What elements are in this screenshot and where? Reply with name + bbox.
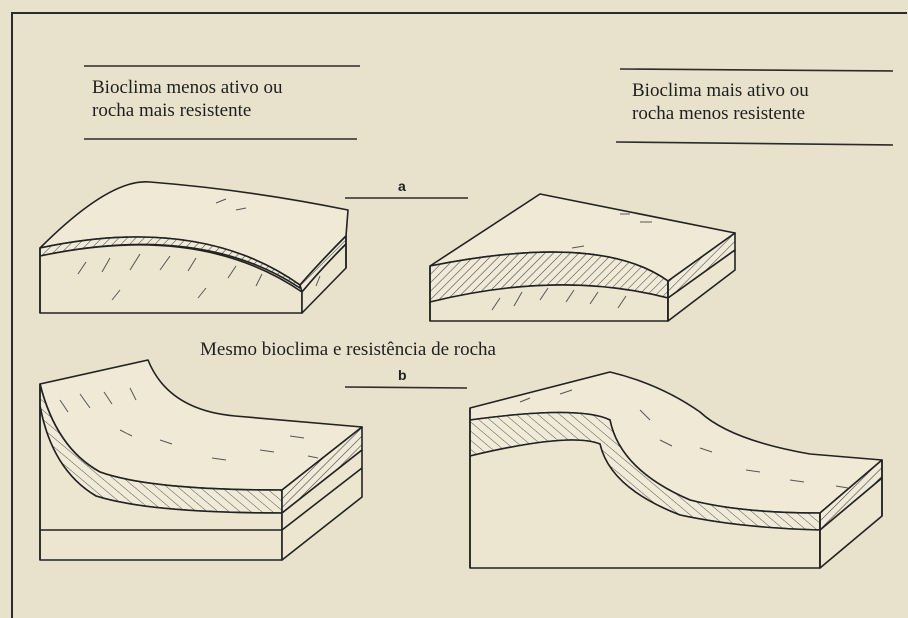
block-a-left — [40, 182, 348, 313]
block-b-left — [40, 360, 362, 560]
caption-middle: Mesmo bioclima e resistência de rocha — [200, 339, 496, 361]
block-b-right — [470, 372, 882, 568]
caption-rule — [620, 69, 893, 71]
panel-label-b: b — [398, 367, 407, 383]
block-a-right — [430, 194, 735, 321]
caption-left: Bioclima menos ativo ou rocha mais resis… — [92, 76, 352, 122]
panel-label-a: a — [398, 178, 406, 194]
caption-right: Bioclima mais ativo ou rocha menos resis… — [632, 79, 892, 125]
label-b-rule — [345, 387, 467, 388]
caption-rule — [616, 142, 893, 145]
